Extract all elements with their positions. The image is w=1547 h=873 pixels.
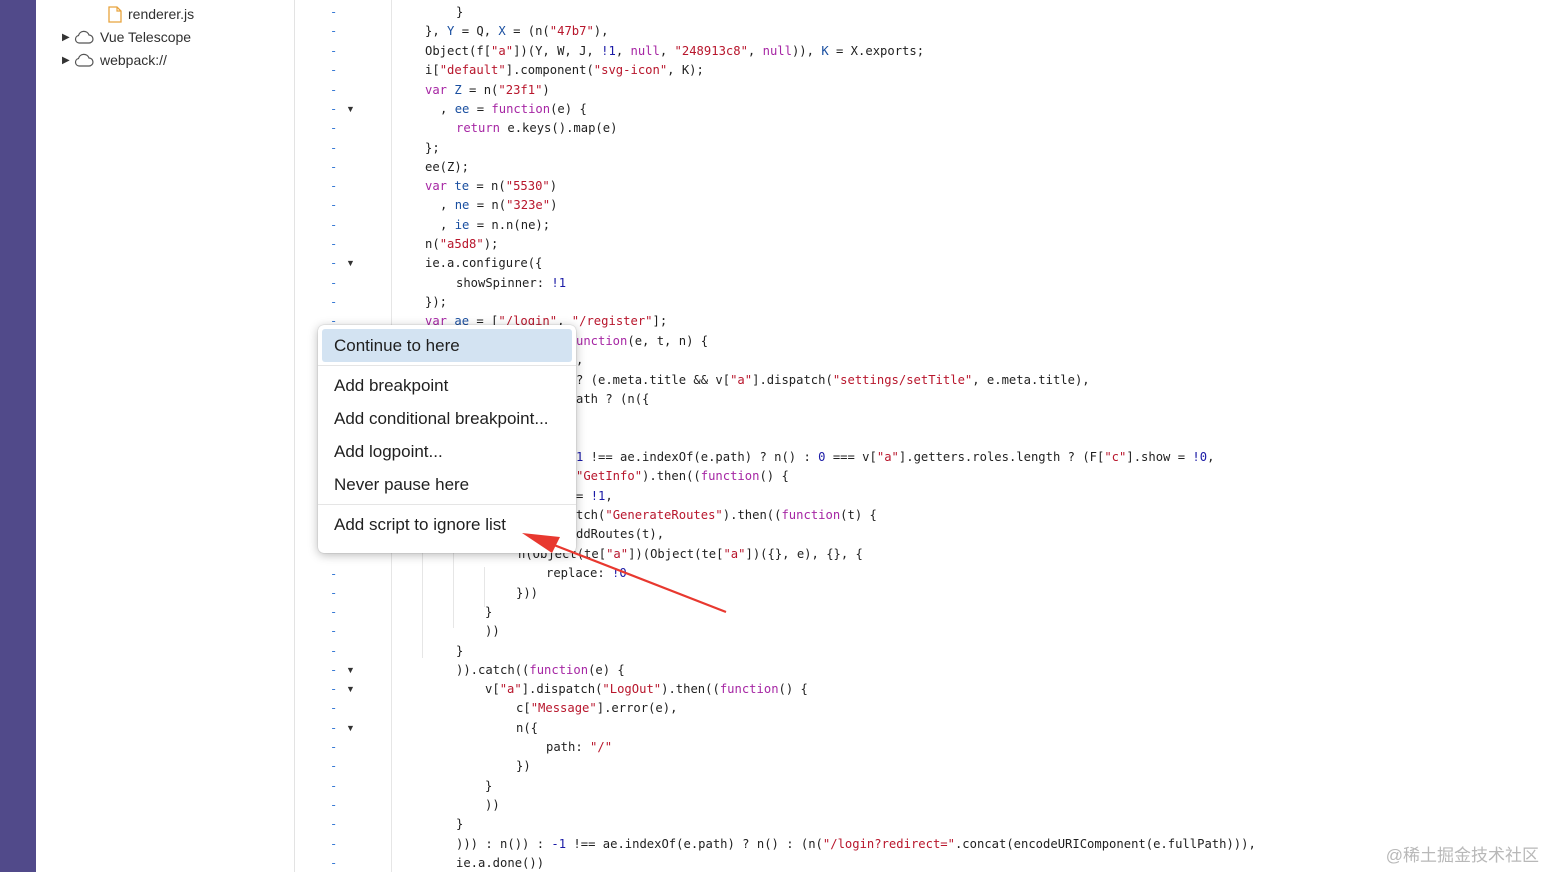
line-marker: - <box>330 701 338 715</box>
gutter-line[interactable]: -▼ <box>295 719 370 738</box>
line-marker: - <box>330 5 338 19</box>
line-marker: - <box>330 586 338 600</box>
gutter-line[interactable]: - <box>295 119 370 138</box>
gutter-line[interactable]: - <box>295 835 370 854</box>
line-marker: - <box>330 102 338 116</box>
line-marker: - <box>330 663 338 677</box>
line-marker: - <box>330 179 338 193</box>
gutter-line[interactable]: - <box>295 235 370 254</box>
indent-guide <box>484 567 485 607</box>
gutter-line[interactable]: - <box>295 699 370 718</box>
gutter-line[interactable]: - <box>295 622 370 641</box>
gutter-line[interactable]: - <box>295 565 370 584</box>
gutter-line[interactable]: -▼ <box>295 100 370 119</box>
gutter-line[interactable]: - <box>295 815 370 834</box>
line-marker: - <box>330 63 338 77</box>
gutter-line[interactable]: - <box>295 196 370 215</box>
gutter-line[interactable]: - <box>295 81 370 100</box>
line-marker: - <box>330 24 338 38</box>
line-marker: - <box>330 624 338 638</box>
indent-guide <box>453 548 454 628</box>
gutter-line[interactable]: - <box>295 42 370 61</box>
expand-arrow-icon[interactable]: ▶ <box>62 54 70 66</box>
watermark: @稀土掘金技术社区 <box>1385 846 1539 865</box>
gutter-line[interactable]: - <box>295 757 370 776</box>
menu-item-add-conditional-breakpoint[interactable]: Add conditional breakpoint... <box>334 409 549 428</box>
gutter-line[interactable]: - <box>295 216 370 235</box>
line-marker: - <box>330 779 338 793</box>
gutter-line[interactable]: -▼ <box>295 254 370 273</box>
gutter-line[interactable]: -▼ <box>295 661 370 680</box>
fold-arrow-icon[interactable]: ▼ <box>346 104 355 114</box>
line-marker: - <box>330 83 338 97</box>
gutter-line[interactable]: - <box>295 738 370 757</box>
line-marker: - <box>330 759 338 773</box>
gutter-line[interactable]: - <box>295 274 370 293</box>
cloud-icon <box>74 30 94 44</box>
cloud-icon <box>74 53 94 67</box>
line-marker: - <box>330 218 338 232</box>
menu-item-add-script-to-ignore-list[interactable]: Add script to ignore list <box>334 515 506 534</box>
gutter-line[interactable]: - <box>295 584 370 603</box>
gutter-line[interactable]: - <box>295 312 370 331</box>
tree-item-label: renderer.js <box>128 6 195 22</box>
gutter-line[interactable]: - <box>295 777 370 796</box>
breakpoint-context-menu: Continue to here Add breakpoint Add cond… <box>318 325 576 553</box>
line-marker: - <box>330 314 338 328</box>
gutter-line[interactable]: - <box>295 796 370 815</box>
menu-separator <box>318 365 576 366</box>
line-marker: - <box>330 141 338 155</box>
line-marker: - <box>330 798 338 812</box>
gutter-line[interactable]: -▼ <box>295 680 370 699</box>
line-marker: - <box>330 276 338 290</box>
gutter-line[interactable]: - <box>295 139 370 158</box>
file-icon <box>108 5 122 23</box>
expand-arrow-icon[interactable]: ▶ <box>62 31 70 43</box>
activity-bar <box>0 0 36 872</box>
menu-item-continue-to-here[interactable]: Continue to here <box>322 329 572 362</box>
indent-guide <box>422 528 423 658</box>
gutter-line[interactable]: - <box>295 293 370 312</box>
menu-separator <box>318 504 576 505</box>
line-marker: - <box>330 256 338 270</box>
gutter-line[interactable]: - <box>295 177 370 196</box>
gutter-line[interactable]: - <box>295 22 370 41</box>
gutter-line[interactable]: - <box>295 603 370 622</box>
line-marker: - <box>330 121 338 135</box>
line-marker: - <box>330 644 338 658</box>
gutter-line[interactable]: - <box>295 158 370 177</box>
line-marker: - <box>330 740 338 754</box>
line-marker: - <box>330 237 338 251</box>
tree-item-vue-telescope[interactable]: ▶ Vue Telescope <box>62 26 191 48</box>
fold-arrow-icon[interactable]: ▼ <box>346 258 355 268</box>
tree-item-renderer-js[interactable]: renderer.js <box>108 3 194 25</box>
menu-item-add-logpoint[interactable]: Add logpoint... <box>334 442 443 461</box>
tree-item-label: Vue Telescope <box>100 29 192 45</box>
line-marker: - <box>330 837 338 851</box>
menu-item-never-pause-here[interactable]: Never pause here <box>334 475 470 494</box>
line-marker: - <box>330 605 338 619</box>
fold-arrow-icon[interactable]: ▼ <box>346 665 355 675</box>
fold-arrow-icon[interactable]: ▼ <box>346 684 355 694</box>
gutter-line[interactable]: - <box>295 3 370 22</box>
gutter-line[interactable]: - <box>295 854 370 873</box>
fold-arrow-icon[interactable]: ▼ <box>346 723 355 733</box>
tree-item-webpack[interactable]: ▶ webpack:// <box>62 49 167 71</box>
line-marker: - <box>330 682 338 696</box>
line-marker: - <box>330 567 338 581</box>
line-marker: - <box>330 856 338 870</box>
menu-item-add-breakpoint[interactable]: Add breakpoint <box>334 376 449 395</box>
line-marker: - <box>330 44 338 58</box>
line-marker: - <box>330 198 338 212</box>
file-tree-panel: renderer.js ▶ Vue Telescope ▶ webpack:// <box>36 0 295 872</box>
gutter-line[interactable]: - <box>295 61 370 80</box>
line-marker: - <box>330 721 338 735</box>
tree-item-label: webpack:// <box>100 52 167 68</box>
line-marker: - <box>330 295 338 309</box>
gutter-line[interactable]: - <box>295 642 370 661</box>
line-marker: - <box>330 817 338 831</box>
line-marker: - <box>330 160 338 174</box>
